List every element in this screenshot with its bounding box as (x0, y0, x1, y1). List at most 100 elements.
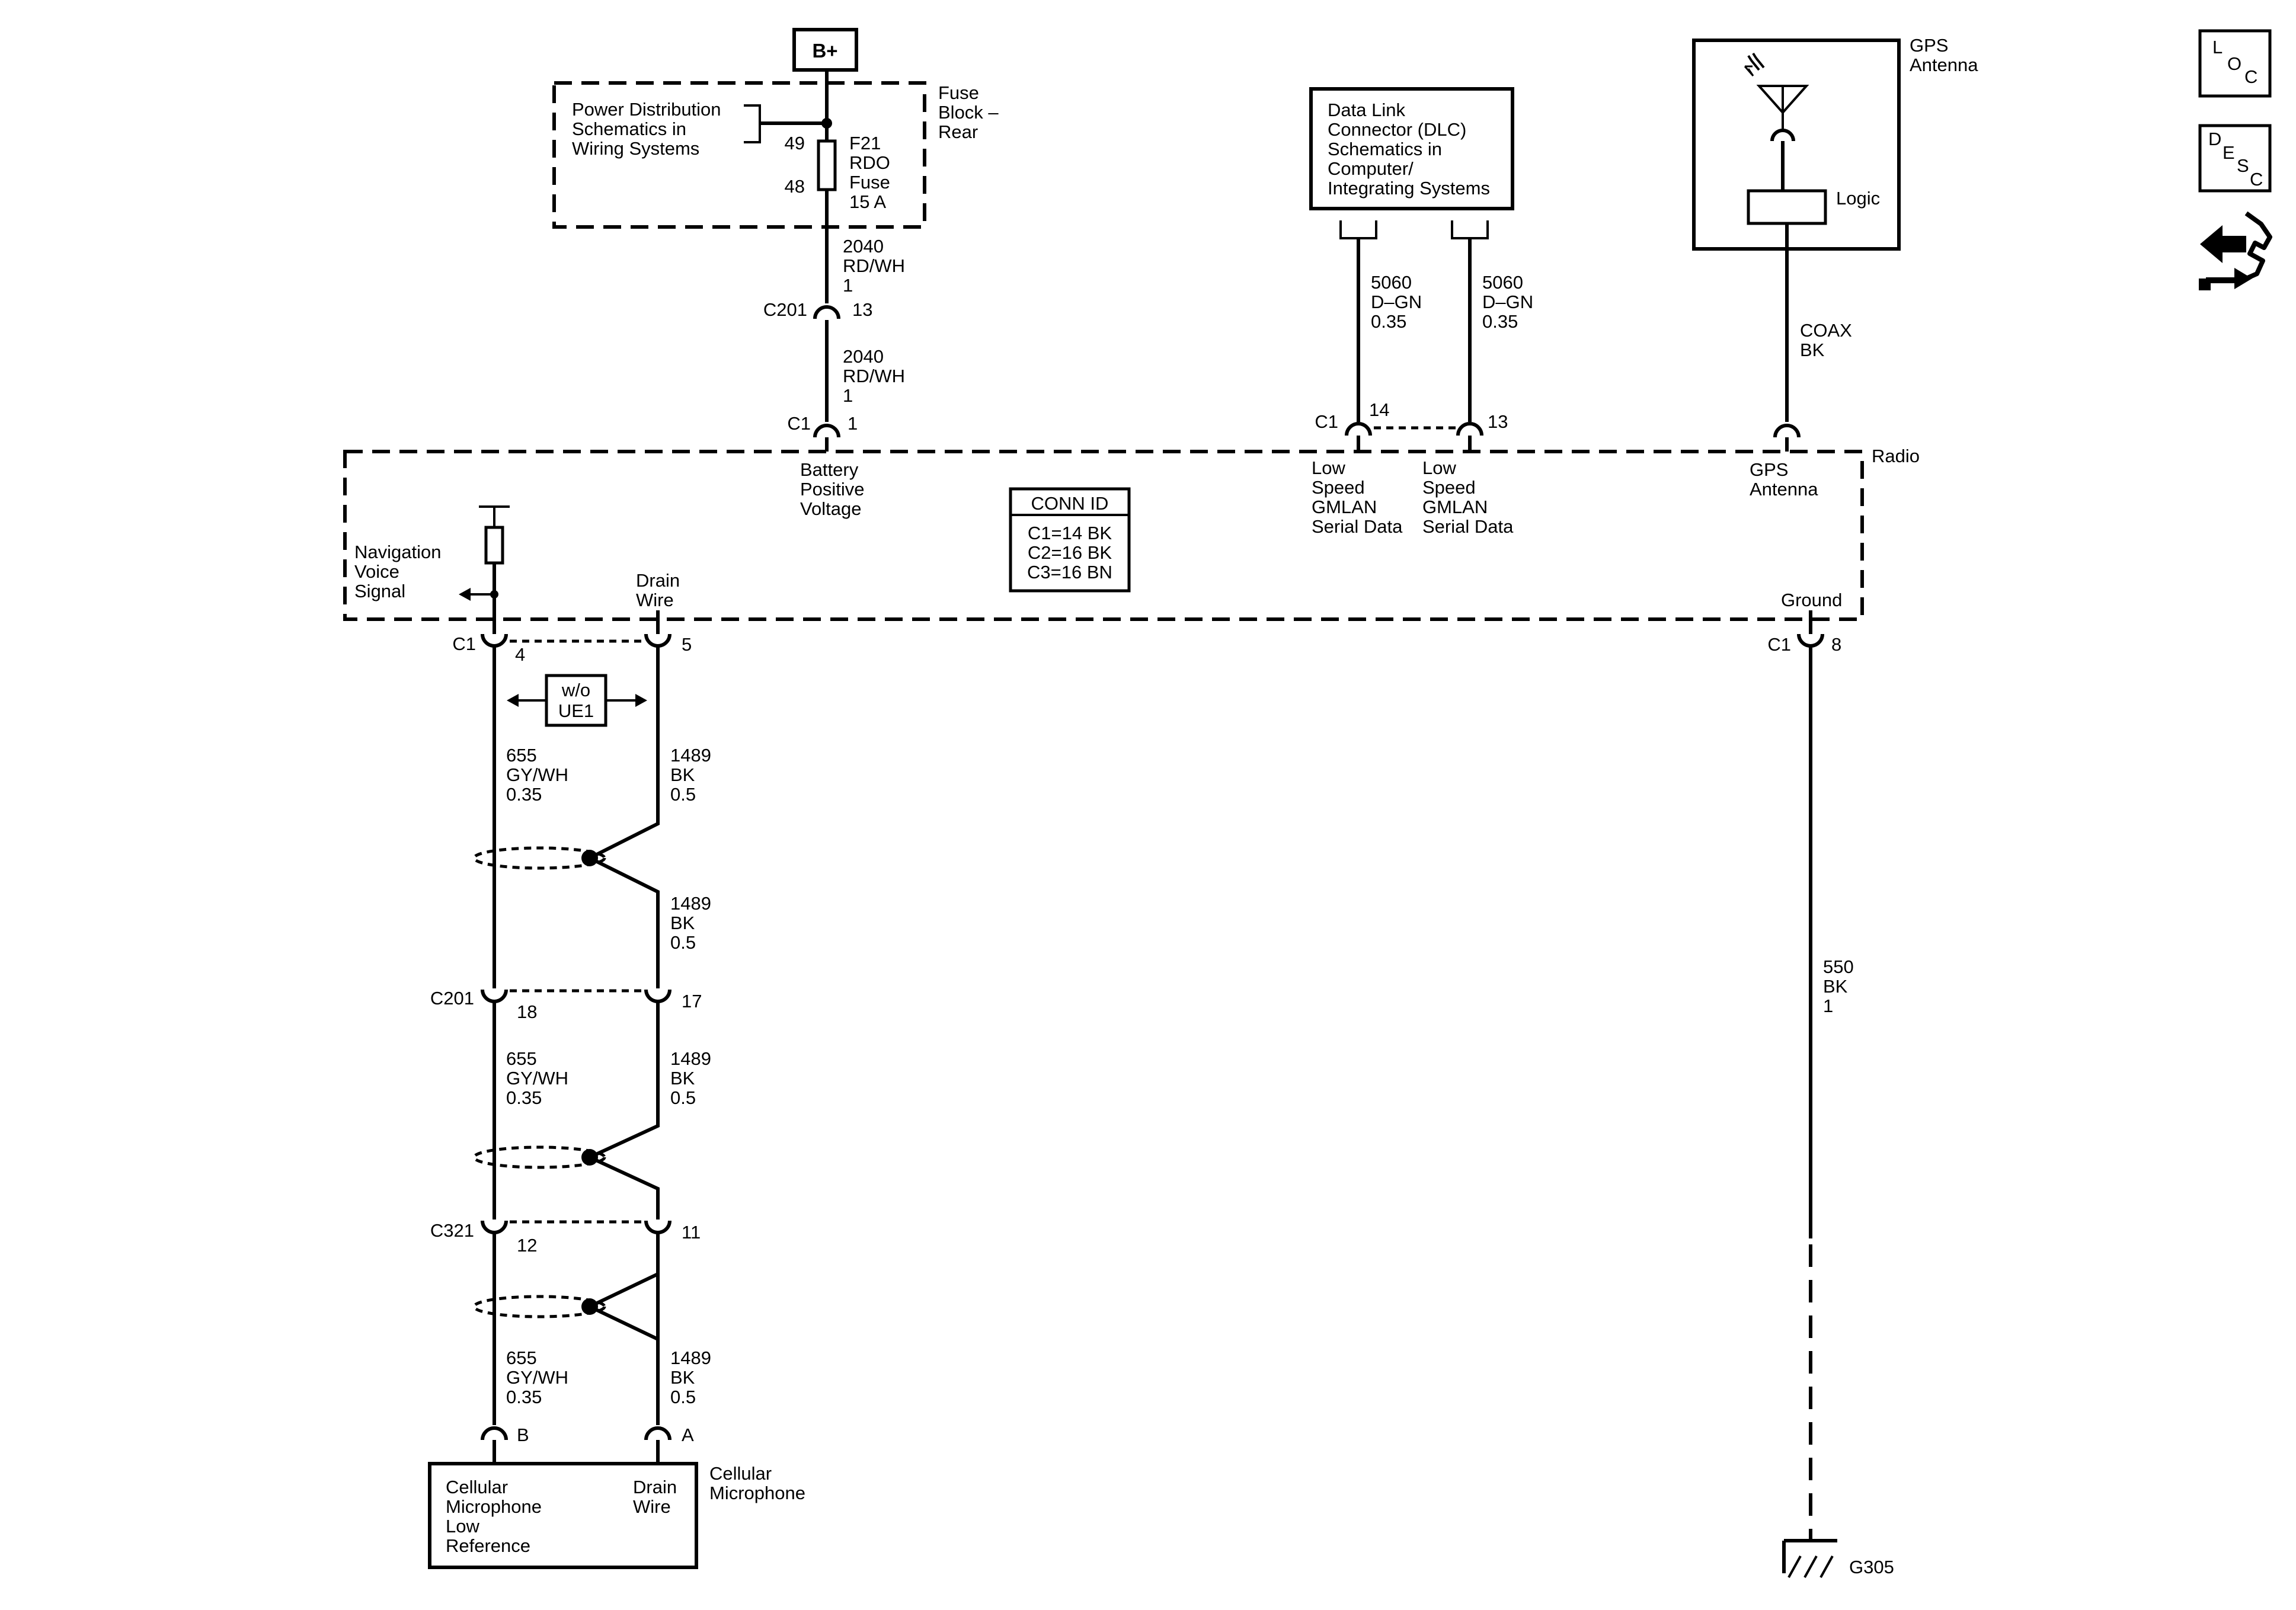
bplus-label: B+ (812, 40, 837, 62)
fuse-block-line-1: Fuse (938, 82, 979, 103)
shield-splice-3 (581, 1298, 598, 1315)
c1-pin-8: 8 (1831, 634, 1841, 655)
c201-label-mic: C201 (430, 988, 474, 1009)
connector-arrows-icon[interactable] (2199, 211, 2272, 290)
mic-pin-b: B (517, 1425, 529, 1445)
c1-label-ground: C1 (1767, 634, 1791, 655)
pd-line-1: Power Distribution (572, 99, 721, 120)
c1-pin-1: 1 (848, 413, 858, 434)
batt-label-3: Voltage (800, 498, 861, 519)
cm-line-3: Low (446, 1516, 479, 1537)
dlc-line-5: Integrating Systems (1328, 178, 1490, 199)
fuse-block-line-3: Rear (938, 121, 978, 142)
c201-pin-17: 17 (682, 991, 702, 1012)
wire-5060-b-color: D–GN (1482, 292, 1533, 312)
svg-text:S: S (2237, 155, 2249, 176)
coax-label-1: COAX (1800, 320, 1852, 341)
c1-label-power: C1 (787, 413, 811, 434)
drain-label-2: Wire (636, 590, 674, 610)
loc-icon[interactable]: L O C (2198, 29, 2272, 98)
shield-splice-2 (581, 1149, 598, 1166)
w655-2-num: 655 (506, 1048, 537, 1069)
dlc-pin-14-bracket (1339, 220, 1377, 239)
gps-antenna-label-2: Antenna (1910, 55, 1978, 75)
gmlan-a-line-4: Serial Data (1312, 516, 1403, 537)
w1489-3-color: BK (670, 1068, 695, 1089)
c1-pin-14: 14 (1369, 399, 1389, 420)
w1489-4-size: 0.5 (670, 1387, 696, 1407)
cm-line-2: Microphone (446, 1496, 542, 1517)
c1-pin13-connector-symbol (1456, 422, 1483, 436)
g305-label: G305 (1849, 1557, 1894, 1577)
nav-resistor (484, 526, 504, 565)
mic-pin-a-connector-symbol (644, 1426, 671, 1441)
fuse-pin-48: 48 (785, 176, 805, 197)
gmlan-b-line-4: Serial Data (1422, 516, 1514, 537)
radio-label: Radio (1872, 446, 1920, 466)
gmlan-a-line-3: GMLAN (1312, 497, 1377, 517)
radio-gps-connector-symbol (1773, 424, 1801, 438)
svg-text:O: O (2227, 53, 2241, 74)
w655-3-color: GY/WH (506, 1367, 568, 1388)
ground-circuit: C1 8 550 BK 1 G305 (1767, 619, 1894, 1578)
logic-box (1747, 189, 1827, 225)
w655-1-num: 655 (506, 745, 537, 766)
fuse-block-outline (552, 81, 926, 229)
wire-5060-b-number: 5060 (1482, 272, 1523, 293)
nav-label-2: Voice (354, 561, 399, 582)
wire-2040-size-2: 1 (843, 385, 853, 406)
svg-text:L: L (2212, 37, 2223, 57)
dw-line-2: Wire (633, 1496, 671, 1517)
svg-text:E: E (2223, 142, 2235, 163)
antenna-connector-symbol (1770, 129, 1795, 142)
mic-pin-b-connector-symbol (481, 1426, 508, 1441)
option-arrow-left (507, 694, 519, 707)
ground-g305-icon (1782, 1539, 1837, 1578)
gmlan-b-line-3: GMLAN (1422, 497, 1488, 517)
desc-icon[interactable]: D E S C (2198, 124, 2272, 193)
gmlan-a-line-2: Speed (1312, 477, 1365, 498)
gps-antenna-label-1: GPS (1910, 35, 1948, 56)
c201-pin-13: 13 (852, 299, 872, 320)
antenna-icon (1744, 52, 1809, 130)
mic-pin-a: A (682, 1425, 694, 1445)
conn-id-row-1: C1=14 BK (1028, 523, 1112, 543)
w1489-4-num: 1489 (670, 1347, 711, 1368)
mic-circuit: C1 4 5 w/o UE1 655 GY/WH 0.35 1489 BK 0.… (428, 619, 805, 1569)
gmlan-a-line-1: Low (1312, 457, 1345, 478)
batt-label-1: Battery (800, 459, 859, 480)
fuse-label-4: 15 A (849, 191, 886, 212)
radio-outline (343, 450, 1864, 621)
w655-1-size: 0.35 (506, 784, 542, 805)
option-wo: w/o (561, 680, 590, 700)
w1489-1-size: 0.5 (670, 784, 696, 805)
w1489-1-num: 1489 (670, 745, 711, 766)
pd-bracket (744, 104, 761, 143)
coax-label-2: BK (1800, 340, 1825, 360)
conn-id-row-3: C3=16 BN (1027, 562, 1112, 582)
cellular-mic-name-2: Microphone (709, 1483, 805, 1503)
nav-arrow-head (459, 588, 471, 601)
gw-550-color: BK (1823, 976, 1848, 997)
conn-id-row-2: C2=16 BK (1028, 542, 1112, 563)
gps-section: GPS Antenna Logic COAX BK GPS Antenna Ra… (1692, 35, 1978, 500)
c201-pin-18: 18 (517, 1001, 537, 1022)
cm-line-4: Reference (446, 1535, 530, 1556)
dlc-line-4: Computer/ (1328, 158, 1414, 179)
c1-pin8-connector-symbol (1797, 633, 1824, 648)
nav-label-1: Navigation (354, 542, 441, 562)
shield-ellipse-2 (472, 1145, 606, 1169)
w655-2-size: 0.35 (506, 1087, 542, 1108)
c321-pin-12: 12 (517, 1235, 537, 1256)
w655-3-size: 0.35 (506, 1387, 542, 1407)
c1-label-mic: C1 (452, 633, 476, 654)
drain-label-1: Drain (636, 570, 680, 591)
c321-pin-11: 11 (682, 1222, 701, 1243)
wire-2040-number-2: 2040 (843, 346, 884, 367)
c201-pin18-connector-symbol (481, 989, 508, 1003)
option-arrow-right (635, 694, 647, 707)
gw-550-size: 1 (1823, 996, 1833, 1016)
c321-label: C321 (430, 1220, 474, 1241)
w655-3-num: 655 (506, 1347, 537, 1368)
radio-module: CONN ID C1=14 BK C2=16 BK C3=16 BN Navig… (343, 450, 1864, 621)
